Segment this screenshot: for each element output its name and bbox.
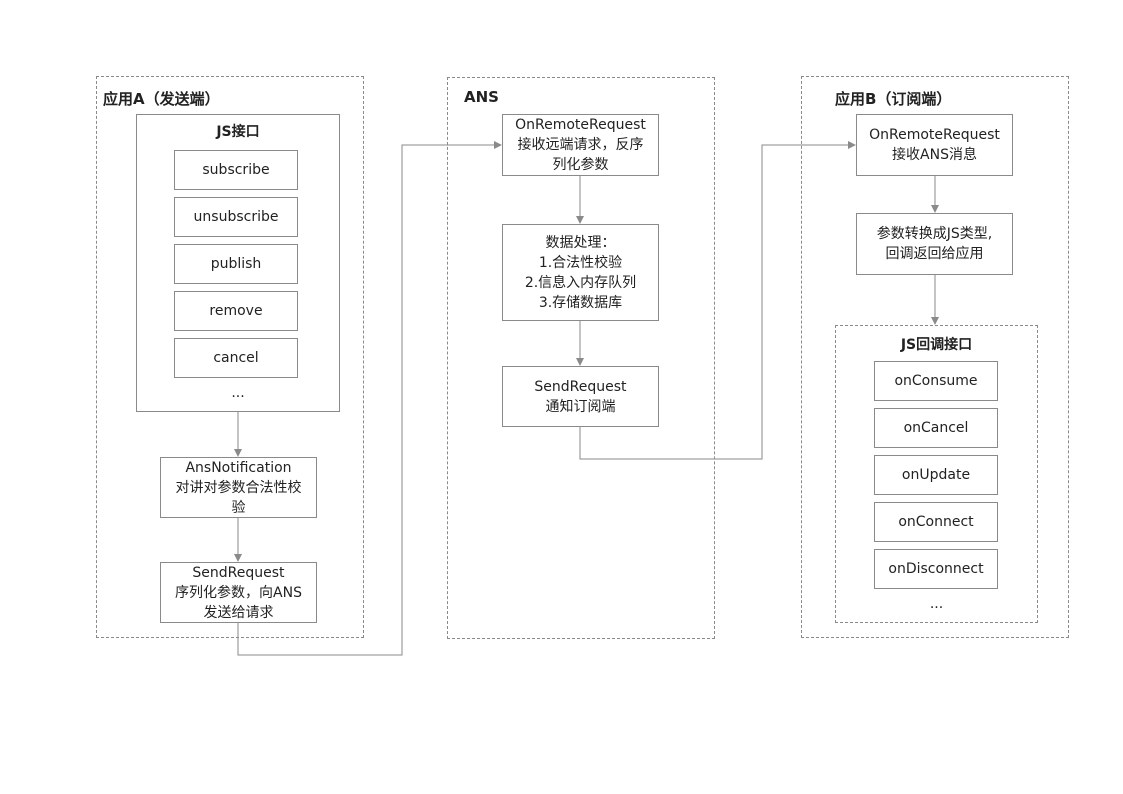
app-b-convert-box: 参数转换成JS类型, 回调返回给应用 [856,213,1013,275]
callback-ondisconnect: onDisconnect [874,549,998,589]
app-b-title: 应用B（订阅端） [835,90,952,108]
ans-data-processing-box: 数据处理： 1.合法性校验 2.信息入内存队列 3.存储数据库 [502,224,659,321]
app-a-container [96,76,364,638]
js-callback-title: JS回调接口 [900,337,973,353]
method-unsubscribe: unsubscribe [174,197,298,237]
app-a-send-request-box: SendRequest 序列化参数，向ANS 发送给请求 [160,562,317,623]
js-callback-group [835,325,1038,623]
ans-notification-box: AnsNotification 对讲对参数合法性校 验 [160,457,317,518]
method-remove: remove [174,291,298,331]
method-publish: publish [174,244,298,284]
app-b-container [801,76,1069,638]
app-b-on-remote-request-box: OnRemoteRequest 接收ANS消息 [856,114,1013,176]
ans-container [447,77,715,639]
methods-ellipsis: ... [231,385,245,401]
method-cancel: cancel [174,338,298,378]
ans-on-remote-request-box: OnRemoteRequest 接收远端请求，反序 列化参数 [502,114,659,176]
method-subscribe: subscribe [174,150,298,190]
callback-oncancel: onCancel [874,408,998,448]
callbacks-ellipsis: ... [929,596,944,612]
ans-send-request-box: SendRequest 通知订阅端 [502,366,659,427]
ans-title: ANS [464,88,499,106]
callback-onconnect: onConnect [874,502,998,542]
callback-onupdate: onUpdate [874,455,998,495]
app-a-title: 应用A（发送端） [103,90,220,108]
callback-onconsume: onConsume [874,361,998,401]
js-interface-title: JS接口 [216,124,260,140]
